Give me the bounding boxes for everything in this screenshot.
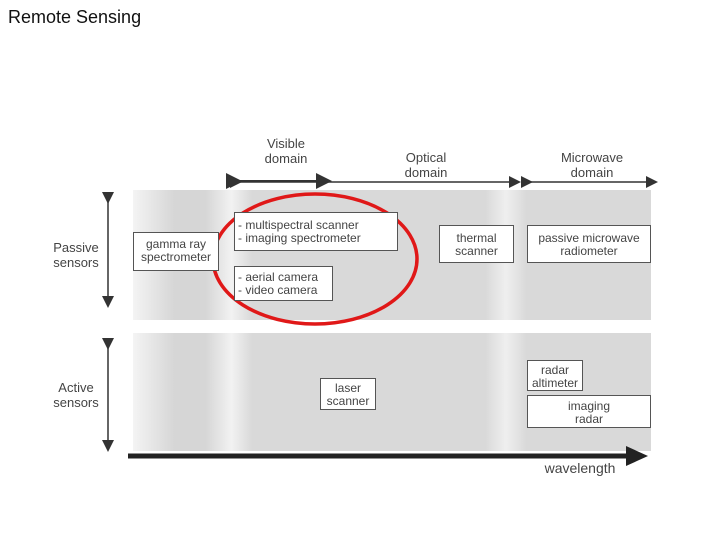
wavelength-arrowhead xyxy=(626,446,648,466)
active-band xyxy=(133,333,651,451)
aerial-camera-box: - aerial camera- video camera xyxy=(234,266,333,301)
wavelength-label: wavelength xyxy=(544,460,616,476)
multispectral-scanner-box: - multispectral scanner- imaging spectro… xyxy=(234,212,398,251)
slide-title: Remote Sensing xyxy=(8,7,142,27)
